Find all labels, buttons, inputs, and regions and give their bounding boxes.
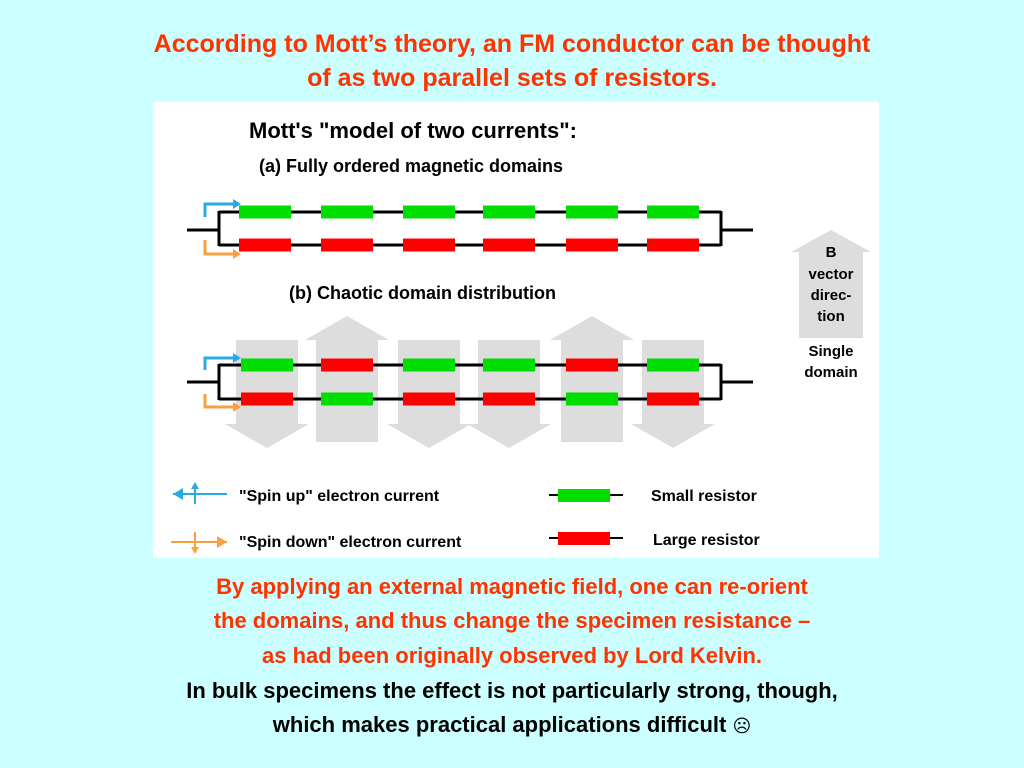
part-a-label: (a) Fully ordered magnetic domains xyxy=(259,156,563,176)
legend-spin-up-arrowhead xyxy=(173,488,183,500)
part-a-top-small-resistor-5 xyxy=(566,205,618,219)
part-a-bottom-large-resistor-1 xyxy=(239,238,291,252)
single-domain-label-2: domain xyxy=(804,364,857,381)
part-a-top-small-resistor-3 xyxy=(403,205,455,219)
legend: "Spin up" electron current "Spin down" e… xyxy=(171,482,760,554)
part-b-top-small-resistor-1 xyxy=(241,358,293,372)
body-text-black-1: In bulk specimens the effect is not part… xyxy=(186,678,838,703)
spin-up-arrow-a xyxy=(203,202,233,217)
part-b-bottom-large-resistor-4 xyxy=(483,392,535,406)
body-text-red-3: as had been originally observed by Lord … xyxy=(261,643,763,668)
part-b-bottom-small-resistor-5 xyxy=(566,392,618,406)
spin-down-arrowhead-a xyxy=(233,249,241,259)
part-b-bottom-small-resistor-2 xyxy=(321,392,373,406)
part-a-bottom-large-resistor-3 xyxy=(403,238,455,252)
spin-up-arrowhead-a xyxy=(233,199,241,209)
part-b-top-large-resistor-2 xyxy=(321,358,373,372)
b-vector-label-4: tion xyxy=(817,308,845,325)
part-b-circuit xyxy=(187,353,753,412)
part-b-top-small-resistor-6 xyxy=(647,358,699,372)
single-domain-label-1: Single xyxy=(808,343,853,360)
diagram-title: Mott's "model of two currents": xyxy=(249,118,577,143)
legend-large-resistor-label: Large resistor xyxy=(653,532,760,549)
spin-up-arrow-b xyxy=(203,356,233,370)
mott-diagram-panel: Mott's "model of two currents": (a) Full… xyxy=(153,102,879,558)
part-a-top-small-resistor-6 xyxy=(647,205,699,219)
spin-up-arrowhead-b xyxy=(233,353,241,363)
part-a-bottom-large-resistor-2 xyxy=(321,238,373,252)
body-text-black-2-text: which makes practical applications diffi… xyxy=(272,712,727,737)
part-b-top-small-resistor-4 xyxy=(483,358,535,372)
part-b-bottom-large-resistor-1 xyxy=(241,392,293,406)
spin-down-arrow-a xyxy=(203,240,233,256)
slide-heading-line-2: of as two parallel sets of resistors. xyxy=(307,64,717,92)
b-vector-label-1: B xyxy=(826,244,837,261)
legend-large-resistor xyxy=(558,532,610,545)
part-a-bottom-large-resistor-5 xyxy=(566,238,618,252)
legend-spin-up-label: "Spin up" electron current xyxy=(239,488,440,505)
slide-heading-line-1: According to Mott’s theory, an FM conduc… xyxy=(153,30,871,58)
b-vector-label-3: direc- xyxy=(811,287,852,304)
part-b-top-large-resistor-5 xyxy=(566,358,618,372)
domain-arrow-up-5 xyxy=(550,316,634,442)
legend-small-resistor-label: Small resistor xyxy=(651,488,757,505)
part-a-bottom-large-resistor-6 xyxy=(647,238,699,252)
b-vector-arrow-shape xyxy=(791,230,871,338)
part-b-label: (b) Chaotic domain distribution xyxy=(289,283,556,303)
sad-face-icon: ☹ xyxy=(732,716,752,737)
body-text-red-1: By applying an external magnetic field, … xyxy=(216,574,808,599)
part-a-top-small-resistor-2 xyxy=(321,205,373,219)
part-a-top-small-resistor-4 xyxy=(483,205,535,219)
domain-arrow-up-2 xyxy=(305,316,389,442)
spin-down-arrowhead-b xyxy=(233,402,241,412)
part-b-top-small-resistor-3 xyxy=(403,358,455,372)
legend-small-resistor xyxy=(558,489,610,502)
body-text-red-2: the domains, and thus change the specime… xyxy=(213,608,811,633)
legend-spin-down-arrowhead xyxy=(217,536,227,548)
domain-arrows xyxy=(225,316,715,448)
mott-diagram: Mott's "model of two currents": (a) Full… xyxy=(171,118,871,554)
body-text-black-2: which makes practical applications diffi… xyxy=(0,707,1024,744)
part-a-top-small-resistor-1 xyxy=(239,205,291,219)
part-b-bottom-large-resistor-3 xyxy=(403,392,455,406)
part-a-circuit xyxy=(187,199,753,259)
legend-spin-down-label: "Spin down" electron current xyxy=(239,534,462,551)
b-vector-arrow: B vector direc- tion Single domain xyxy=(791,230,871,381)
part-b-bottom-large-resistor-6 xyxy=(647,392,699,406)
b-vector-label-2: vector xyxy=(808,266,853,283)
part-a-bottom-large-resistor-4 xyxy=(483,238,535,252)
spin-down-arrow-b xyxy=(203,394,233,409)
